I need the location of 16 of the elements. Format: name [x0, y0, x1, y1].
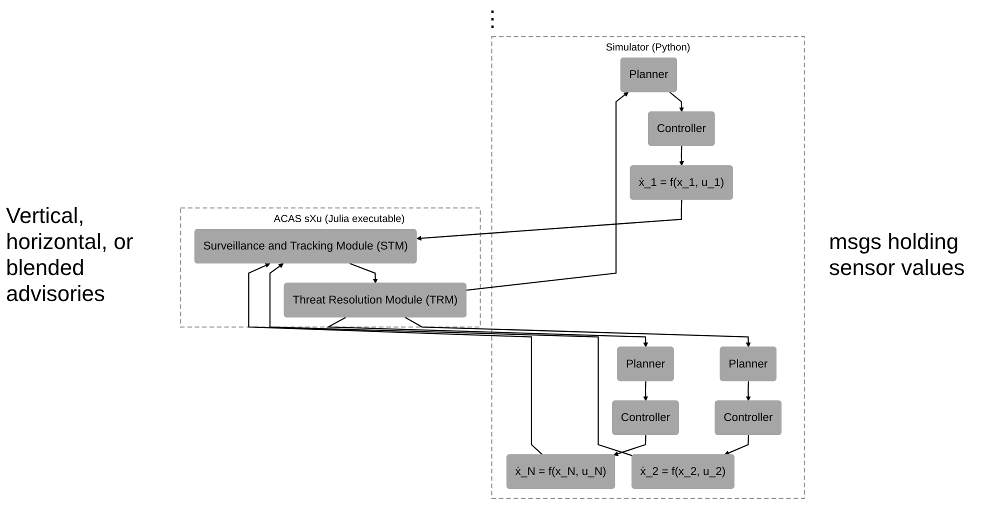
- arrow: [269, 263, 633, 456]
- arrow: [724, 434, 750, 456]
- advisories-label: Vertical, horizontal, or blended advisories: [6, 202, 134, 306]
- arrow: [248, 263, 543, 456]
- arrow: [416, 200, 682, 241]
- arrow: [350, 263, 378, 284]
- arrow: [326, 316, 648, 348]
- arrow: [613, 434, 646, 456]
- sensor-label: msgs holding sensor values: [829, 228, 966, 280]
- arrow: [404, 316, 751, 348]
- arrow: [746, 381, 751, 402]
- ellipsis-mark: ⋮: [482, 6, 504, 32]
- arrow: [643, 381, 648, 402]
- arrow: [466, 92, 629, 291]
- arrow: [679, 146, 684, 166]
- arrow: [669, 92, 684, 112]
